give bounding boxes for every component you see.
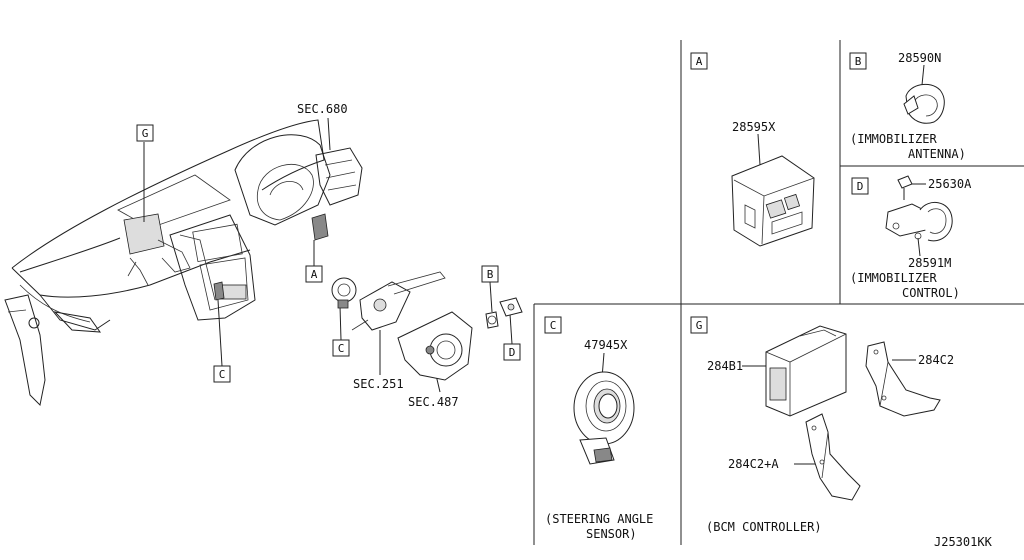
sec-680-label: SEC.680 bbox=[297, 102, 348, 116]
bcm-controller-caption: (BCM CONTROLLER) bbox=[706, 520, 822, 534]
callout-a-label: A bbox=[311, 268, 318, 281]
panel-a-letter: A bbox=[696, 55, 703, 68]
immobilizer-antenna-small bbox=[485, 311, 499, 329]
panel-c: C 47945X (STEERING ANGLE SENSOR) bbox=[544, 316, 653, 541]
steering-angle-sensor-small bbox=[331, 277, 357, 309]
callout-b-overview: B bbox=[481, 265, 499, 283]
panel-dividers bbox=[533, 40, 1024, 545]
dashboard-overview-drawing bbox=[4, 119, 363, 407]
callout-g-label: G bbox=[142, 127, 149, 140]
immobilizer-control-drawing bbox=[885, 202, 953, 242]
immobilizer-control-caption-2: CONTROL) bbox=[902, 286, 960, 300]
sec-251-label: SEC.251 bbox=[353, 377, 404, 391]
combination-switch-drawing bbox=[351, 271, 446, 331]
bracket-284c2-a-drawing bbox=[805, 413, 861, 501]
callout-c-label-2: C bbox=[338, 342, 345, 355]
part-28595x-label: 28595X bbox=[732, 120, 776, 134]
part-25630a-label: 25630A bbox=[928, 177, 972, 191]
panel-c-letter: C bbox=[550, 319, 557, 332]
callout-a-overview: A bbox=[305, 265, 323, 283]
immobilizer-antenna-drawing bbox=[903, 83, 945, 124]
callout-d-overview: D bbox=[503, 343, 521, 361]
part-284c2-a-label: 284C2+A bbox=[728, 457, 779, 471]
part-284c2-label: 284C2 bbox=[918, 353, 954, 367]
steering-angle-caption-2: SENSOR) bbox=[586, 527, 637, 541]
panel-d: D 25630A 28591M (IMMOBILIZER CONTROL) bbox=[850, 175, 972, 300]
bcm-controller-drawing bbox=[765, 325, 847, 417]
column-cover-drawing bbox=[397, 311, 473, 381]
callout-g-overview: G bbox=[136, 124, 154, 142]
callout-b-label: B bbox=[487, 268, 494, 281]
panel-b-letter: B bbox=[855, 55, 862, 68]
bracket-284c2-drawing bbox=[865, 341, 941, 417]
immobilizer-antenna-caption-2: ANTENNA) bbox=[908, 147, 966, 161]
panel-d-letter: D bbox=[857, 180, 864, 193]
bolt-drawing bbox=[897, 175, 913, 200]
immobilizer-antenna-caption-1: (IMMOBILIZER bbox=[850, 132, 937, 146]
panel-a: A 28595X bbox=[690, 52, 815, 247]
immobilizer-control-small bbox=[499, 297, 523, 317]
steering-angle-sensor-drawing bbox=[573, 371, 635, 465]
part-284b1-label: 284B1 bbox=[707, 359, 743, 373]
panel-b: B 28590N (IMMOBILIZER ANTENNA) bbox=[849, 51, 966, 161]
steering-angle-caption-1: (STEERING ANGLE bbox=[545, 512, 653, 526]
immobilizer-unit-drawing bbox=[731, 155, 815, 247]
diagram-code: J25301KK bbox=[934, 535, 993, 549]
panel-g: G 284B1 284C2 284C2+A (BCM CONTROLLER) bbox=[690, 316, 954, 534]
callout-c-label: C bbox=[219, 368, 226, 381]
immobilizer-control-caption-1: (IMMOBILIZER bbox=[850, 271, 937, 285]
panel-g-letter: G bbox=[696, 319, 703, 332]
part-28591m-label: 28591M bbox=[908, 256, 951, 270]
callout-c-overview-sensor: C bbox=[332, 339, 350, 357]
callout-d-label: D bbox=[509, 346, 516, 359]
callout-c-overview-console: C bbox=[213, 365, 231, 383]
sec-487-label: SEC.487 bbox=[408, 395, 459, 409]
part-28590n-label: 28590N bbox=[898, 51, 941, 65]
part-47945x-label: 47945X bbox=[584, 338, 628, 352]
